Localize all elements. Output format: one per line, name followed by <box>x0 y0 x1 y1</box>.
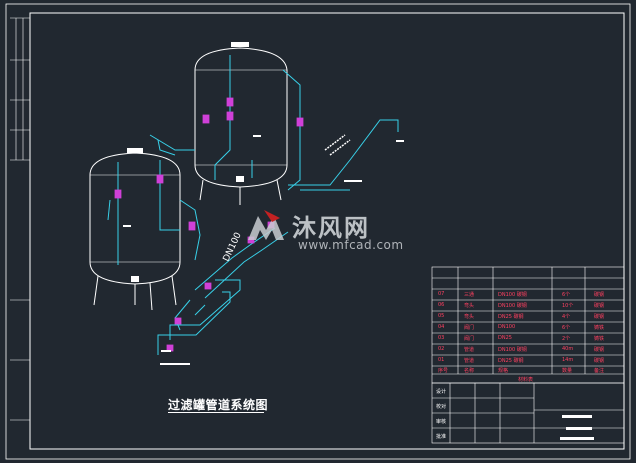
bom-cell-no: 06 <box>438 302 445 308</box>
bom-cell-qty: 6个 <box>562 325 571 331</box>
bom-cell-qty: 14m <box>562 357 574 363</box>
bom-cell-name: 阀门 <box>464 325 475 331</box>
bom-caption: 材料表 <box>518 377 534 383</box>
watermark: 沐风网 www.mfcad.com <box>240 208 403 256</box>
bom-cell-no: 05 <box>438 313 445 319</box>
valve-symbol <box>114 189 122 199</box>
bom-cell-name: 管道 <box>464 347 475 353</box>
bom-cell-material: 铸铁 <box>594 336 605 342</box>
bom-cell-no: 07 <box>438 291 445 297</box>
title-block-grid <box>431 382 625 444</box>
bom-cell-no: 02 <box>438 346 445 352</box>
valve-symbol <box>174 317 182 325</box>
watermark-url: www.mfcad.com <box>298 238 404 252</box>
bom-cell-material: 碳钢 <box>594 358 605 364</box>
outer-frame <box>5 3 631 460</box>
drawing-title-underline <box>168 412 264 413</box>
watermark-brand: 沐风网 <box>292 214 370 242</box>
bom-cell-spec: DN100 <box>498 324 516 330</box>
annotation-marks <box>123 135 404 365</box>
bom-cell-spec: DN25 <box>498 335 512 341</box>
bom-cell-qty: 40m <box>562 346 574 352</box>
bom-cell-qty: 10个 <box>562 303 574 309</box>
watermark-logo <box>248 210 284 240</box>
bom-cell-no: 03 <box>438 335 445 341</box>
bom-header-material: 备注 <box>594 368 605 374</box>
title-block-label: 校对 <box>436 404 447 410</box>
valve-symbol <box>226 97 234 107</box>
bom-cell-material: 铸铁 <box>594 325 605 331</box>
bom-header-no: 序号 <box>438 368 449 374</box>
bom-cell-qty: 2个 <box>562 336 571 342</box>
bom-cell-material: 碳钢 <box>594 303 605 309</box>
filter-vessel-right <box>194 42 288 205</box>
valve-symbol <box>204 282 212 290</box>
valve-symbol <box>226 111 234 121</box>
bom-cell-spec: DN25 碳钢 <box>498 314 524 320</box>
title-block-label: 批准 <box>436 434 447 440</box>
title-block-label: 审核 <box>436 419 447 425</box>
bom-cell-spec: DN100 碳钢 <box>498 303 527 309</box>
bom-cell-name: 管道 <box>464 358 475 364</box>
bom-cell-no: 04 <box>438 324 445 330</box>
valve-symbol <box>188 221 196 231</box>
header-segment <box>324 134 351 156</box>
bom-cell-material: 碳钢 <box>594 314 605 320</box>
valve-symbol <box>156 174 164 184</box>
bom-cell-spec: DN100 碳钢 <box>498 292 527 298</box>
bom-cell-material: 碳钢 <box>594 292 605 298</box>
inner-frame <box>29 12 625 450</box>
filter-vessel-left <box>89 148 181 311</box>
bom-cell-qty: 6个 <box>562 292 571 298</box>
piping-network <box>107 55 399 355</box>
bom-cell-material: 碳钢 <box>594 347 605 353</box>
valve-group <box>114 97 304 352</box>
valve-symbol <box>202 114 210 124</box>
bom-cell-name: 阀门 <box>464 336 475 342</box>
bom-cell-name: 三通 <box>464 292 475 298</box>
bom-cell-no: 01 <box>438 357 445 363</box>
bom-header-qty: 数量 <box>562 368 573 374</box>
valve-symbol <box>296 117 304 127</box>
title-block-bars <box>560 415 594 440</box>
binding-strip <box>10 17 30 421</box>
bom-cell-name: 弯头 <box>464 303 475 309</box>
bom-header-spec: 规格 <box>498 368 509 374</box>
bom-cell-name: 弯头 <box>464 314 475 320</box>
title-block-label: 设计 <box>436 389 447 395</box>
bom-cell-qty: 4个 <box>562 314 571 320</box>
bom-header-name: 名称 <box>464 368 475 374</box>
bom-cell-spec: DN100 碳钢 <box>498 347 527 353</box>
bom-cell-spec: DN25 碳钢 <box>498 358 524 364</box>
drawing-title: 过滤罐管道系统图 <box>168 398 269 412</box>
